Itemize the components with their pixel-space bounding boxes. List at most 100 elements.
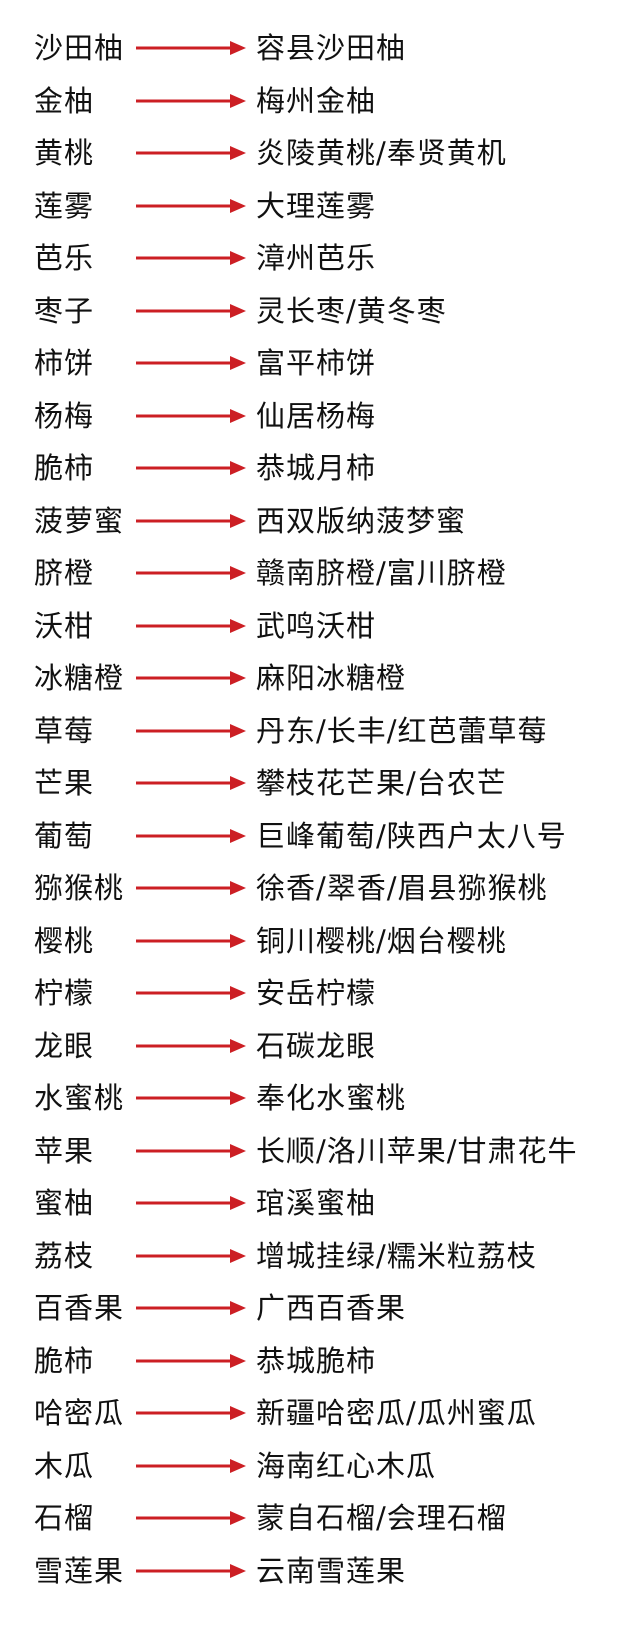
fruit-name: 沃柑 (34, 608, 95, 643)
fruit-name: 苹果 (34, 1133, 95, 1168)
origin-name: 新疆哈密瓜/瓜州蜜瓜 (256, 1396, 537, 1430)
origin-name: 海南红心木瓜 (256, 1448, 437, 1483)
arrow-right-icon (136, 1143, 246, 1158)
list-item: 柿饼富平柿饼 (0, 337, 640, 390)
origin-name: 巨峰葡萄/陕西户太八号 (256, 818, 567, 853)
origin-name: 赣南脐橙/富川脐橙 (256, 556, 507, 590)
arrow-right-icon (136, 461, 246, 475)
origin-name: 炎陵黄桃/奉贤黄机 (256, 136, 507, 170)
arrow-right-icon (136, 671, 246, 685)
arrow-right-icon (136, 1091, 246, 1105)
arrow-right-icon (136, 1301, 246, 1315)
arrow-right-icon (136, 303, 246, 318)
list-item: 木瓜 海南红心木瓜 (0, 1440, 640, 1493)
fruit-name: 雪莲果 (34, 1553, 125, 1588)
fruit-name: 樱桃 (34, 923, 95, 958)
list-item: 葡萄 巨峰葡萄/陕西户太八号 (0, 810, 640, 863)
fruit-origin-list: 沙田柚容县沙田柚金柚梅州金柚黄桃炎陵黄桃/奉贤黄机莲雾大理莲雾芭乐漳州芭乐枣子灵… (0, 22, 640, 1597)
arrow-right-icon (136, 828, 246, 843)
fruit-name: 葡萄 (34, 818, 95, 853)
origin-name: 灵长枣/黄冬枣 (256, 293, 447, 328)
fruit-name: 猕猴桃 (34, 871, 125, 905)
list-item: 蜜柚琯溪蜜柚 (0, 1177, 640, 1230)
origin-name: 恭城月柿 (256, 451, 377, 485)
fruit-name: 草莓 (34, 713, 95, 748)
origin-name: 奉化水蜜桃 (256, 1081, 407, 1115)
origin-name: 麻阳冰糖橙 (256, 661, 407, 695)
fruit-name: 杨梅 (34, 398, 95, 433)
arrow-right-icon (136, 776, 246, 790)
arrow-right-icon (136, 723, 246, 738)
origin-name: 大理莲雾 (256, 188, 377, 223)
origin-name: 武鸣沃柑 (256, 608, 377, 643)
list-item: 脆柿 恭城脆柿 (0, 1335, 640, 1388)
arrow-right-icon (136, 408, 246, 423)
list-item: 枣子灵长枣/黄冬枣 (0, 285, 640, 338)
origin-name: 恭城脆柿 (256, 1343, 377, 1378)
list-item: 杨梅 仙居杨梅 (0, 390, 640, 443)
fruit-name: 百香果 (34, 1291, 125, 1325)
origin-name: 仙居杨梅 (256, 398, 377, 433)
arrow-right-icon (136, 356, 246, 370)
arrow-right-icon (136, 1458, 246, 1473)
origin-name: 蒙自石榴/会理石榴 (256, 1501, 507, 1535)
arrow-right-icon (136, 566, 246, 580)
fruit-name: 芭乐 (34, 241, 95, 275)
list-item: 柠檬 安岳柠檬 (0, 967, 640, 1020)
arrow-right-icon (136, 93, 246, 108)
list-item: 菠萝蜜西双版纳菠梦蜜 (0, 495, 640, 548)
origin-name: 丹东/长丰/红芭蕾草莓 (256, 713, 548, 748)
fruit-name: 柠檬 (34, 976, 95, 1010)
origin-name: 徐香/翠香/眉县猕猴桃 (256, 871, 548, 905)
origin-name: 云南雪莲果 (256, 1553, 407, 1588)
fruit-name: 金柚 (34, 83, 95, 118)
list-item: 脆柿恭城月柿 (0, 442, 640, 495)
arrow-right-icon (136, 251, 246, 265)
fruit-name: 龙眼 (34, 1028, 95, 1063)
arrow-right-icon (136, 618, 246, 633)
list-item: 龙眼 石碳龙眼 (0, 1020, 640, 1073)
list-item: 苹果 长顺/洛川苹果/甘肃花牛 (0, 1125, 640, 1178)
list-item: 石榴 蒙自石榴/会理石榴 (0, 1492, 640, 1545)
list-item: 黄桃 炎陵黄桃/奉贤黄机 (0, 127, 640, 180)
arrow-right-icon (136, 198, 246, 213)
fruit-name: 蜜柚 (34, 1186, 95, 1220)
fruit-name: 沙田柚 (34, 31, 125, 65)
list-item: 芒果攀枝花芒果/台农芒 (0, 757, 640, 810)
origin-name: 增城挂绿/糯米粒荔枝 (256, 1238, 537, 1273)
fruit-name: 水蜜桃 (34, 1081, 125, 1115)
fruit-name: 芒果 (34, 766, 95, 800)
origin-name: 富平柿饼 (256, 346, 377, 380)
list-item: 荔枝 增城挂绿/糯米粒荔枝 (0, 1230, 640, 1283)
fruit-name: 冰糖橙 (34, 661, 125, 695)
arrow-right-icon (136, 986, 246, 1000)
list-item: 莲雾大理莲雾 (0, 180, 640, 233)
list-item: 冰糖橙 麻阳冰糖橙 (0, 652, 640, 705)
origin-name: 广西百香果 (256, 1291, 407, 1325)
origin-name: 铜川樱桃/烟台樱桃 (256, 923, 507, 958)
arrow-right-icon (136, 1406, 246, 1420)
list-item: 哈密瓜新疆哈密瓜/瓜州蜜瓜 (0, 1387, 640, 1440)
arrow-right-icon (136, 1353, 246, 1368)
arrow-right-icon (136, 513, 246, 528)
fruit-name: 脆柿 (34, 1343, 95, 1378)
origin-name: 长顺/洛川苹果/甘肃花牛 (256, 1133, 578, 1168)
origin-name: 梅州金柚 (256, 83, 377, 118)
origin-name: 西双版纳菠梦蜜 (256, 503, 467, 538)
fruit-name: 木瓜 (34, 1448, 95, 1483)
origin-name: 安岳柠檬 (256, 976, 377, 1010)
fruit-name: 石榴 (34, 1501, 95, 1535)
arrow-right-icon (136, 146, 246, 160)
arrow-right-icon (136, 881, 246, 895)
list-item: 脐橙 赣南脐橙/富川脐橙 (0, 547, 640, 600)
arrow-right-icon (136, 1038, 246, 1053)
list-item: 百香果 广西百香果 (0, 1282, 640, 1335)
origin-name: 石碳龙眼 (256, 1028, 377, 1063)
list-item: 水蜜桃 奉化水蜜桃 (0, 1072, 640, 1125)
fruit-name: 脐橙 (34, 556, 95, 590)
fruit-name: 荔枝 (34, 1238, 95, 1273)
fruit-name: 黄桃 (34, 136, 95, 170)
origin-name: 容县沙田柚 (256, 31, 407, 65)
arrow-right-icon (136, 1511, 246, 1525)
list-item: 沙田柚 容县沙田柚 (0, 22, 640, 75)
